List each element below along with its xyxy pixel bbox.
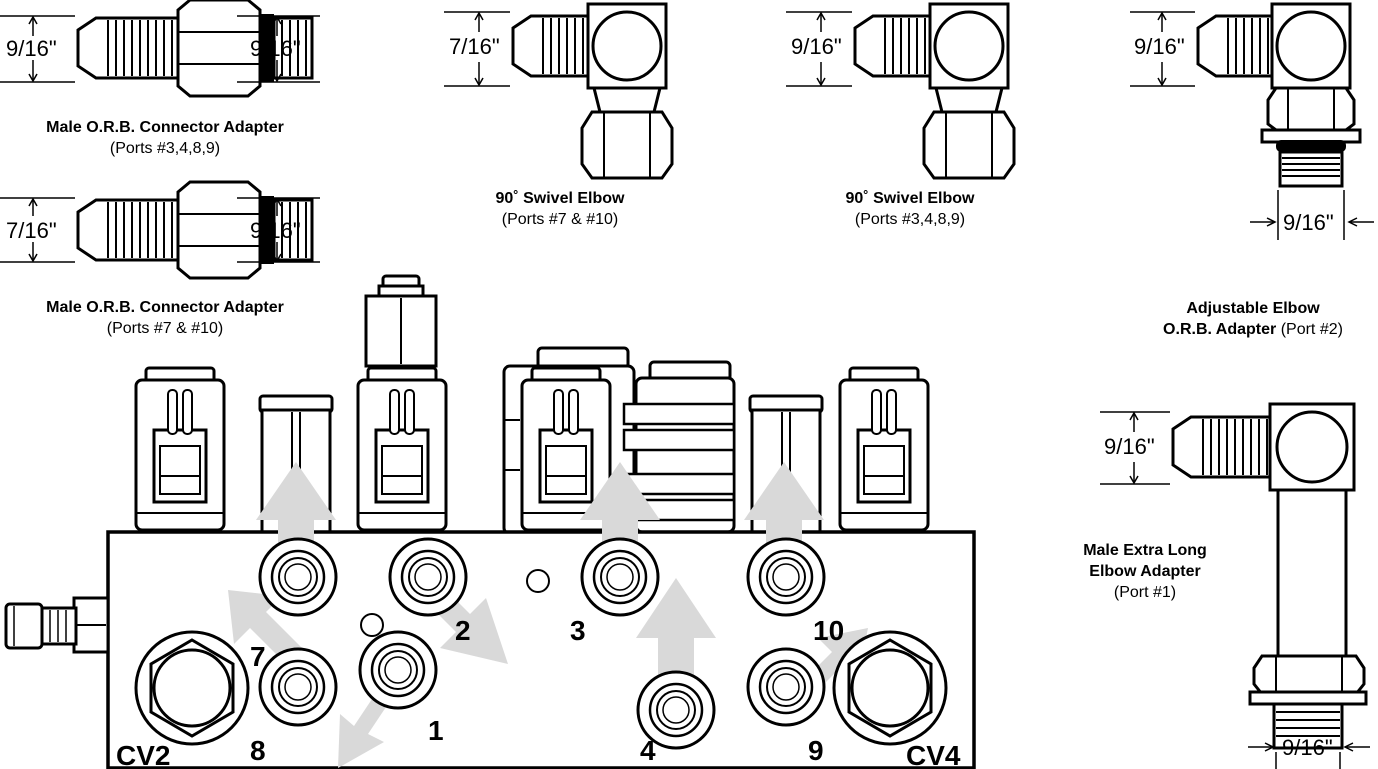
port-label-3: 3	[570, 615, 586, 646]
adjustable-elbow-drawing	[1196, 2, 1362, 188]
dim-label: 9/16"	[1282, 735, 1333, 760]
dimension-long-bottom: 9/16"	[1248, 735, 1370, 769]
dimension-long-side: 9/16"	[1100, 411, 1170, 485]
flow-arrow-4	[636, 578, 716, 700]
flow-arrow-1	[338, 696, 388, 768]
caption-ports: (Ports #7 & #10)	[106, 320, 224, 337]
dimension-adjustable-side: 9/16"	[1130, 11, 1195, 87]
flow-arrow-3	[580, 462, 660, 590]
dim-label: 9/16"	[1134, 34, 1185, 59]
caption-ports: (Ports #3,4,8,9)	[854, 211, 966, 228]
caption-orb-a: Male O.R.B. Connector Adapter (Ports #3,…	[0, 117, 330, 159]
caption-title-1: Adjustable Elbow	[1186, 300, 1320, 317]
caption-title: 90˚ Swivel Elbow	[845, 190, 975, 207]
dimension-swivel-b: 9/16"	[786, 11, 852, 87]
long-elbow-drawing	[1171, 402, 1368, 750]
dim-label: 9/16"	[1104, 434, 1155, 459]
dimension-orb-b-left: 7/16"	[0, 197, 75, 263]
port-label-4: 4	[640, 735, 656, 766]
caption-ports: (Ports #7 & #10)	[501, 211, 619, 228]
caption-ports: (Port #1)	[1113, 584, 1177, 601]
caption-title-2: O.R.B. Adapter	[1163, 321, 1277, 338]
port-10	[746, 537, 826, 617]
orb-connector-a-drawing	[76, 0, 314, 98]
dim-label: 7/16"	[449, 34, 500, 59]
dim-label: 9/16"	[250, 36, 301, 61]
caption-title: 90˚ Swivel Elbow	[495, 190, 625, 207]
port-9	[746, 647, 826, 727]
caption-title-2: Elbow Adapter	[1089, 563, 1201, 580]
dimension-orb-a-right: 9/16"	[237, 15, 320, 83]
caption-ports: (Ports #3,4,8,9)	[109, 140, 221, 157]
caption-title: Male O.R.B. Connector Adapter	[46, 299, 284, 316]
caption-adjustable-elbow: Adjustable Elbow O.R.B. Adapter (Port #2…	[1128, 298, 1378, 340]
port-label-cv4: CV4	[906, 740, 961, 769]
dimension-orb-b-right: 9/16"	[237, 197, 320, 263]
flow-arrow-7	[256, 462, 336, 590]
port-label-2: 2	[455, 615, 471, 646]
caption-swivel-b: 90˚ Swivel Elbow (Ports #3,4,8,9)	[810, 188, 1010, 230]
port-label-9: 9	[808, 735, 824, 766]
port-label-10: 10	[813, 615, 844, 646]
check-valve-cv2	[134, 630, 250, 746]
dimension-adjustable-bottom: 9/16"	[1250, 190, 1374, 240]
dim-label: 9/16"	[6, 36, 57, 61]
flow-arrow-8	[228, 590, 302, 664]
port-3	[580, 537, 660, 617]
caption-orb-b: Male O.R.B. Connector Adapter (Ports #7 …	[0, 297, 330, 339]
port-1	[358, 630, 438, 710]
dim-label: 9/16"	[791, 34, 842, 59]
port-8	[258, 647, 338, 727]
caption-ports: (Port #2)	[1280, 321, 1343, 338]
caption-long-elbow: Male Extra Long Elbow Adapter (Port #1)	[1070, 540, 1220, 603]
orb-connector-b-drawing	[76, 180, 314, 280]
port-7	[258, 537, 338, 617]
flow-arrows	[228, 462, 868, 768]
caption-title-1: Male Extra Long	[1083, 542, 1207, 559]
ports	[258, 537, 826, 750]
port-label-8: 8	[250, 735, 266, 766]
port-label-cv2: CV2	[116, 740, 170, 769]
check-valve-cv4	[832, 630, 948, 746]
swivel-elbow-a-drawing	[511, 2, 674, 180]
caption-title: Male O.R.B. Connector Adapter	[46, 119, 284, 136]
dimension-swivel-a: 7/16"	[444, 11, 510, 87]
dim-label: 9/16"	[1283, 210, 1334, 235]
dim-label: 9/16"	[250, 218, 301, 243]
swivel-elbow-b-drawing	[853, 2, 1016, 180]
dimension-orb-a-left: 9/16"	[0, 15, 75, 83]
port-labels: 7 2 3 10 8 1 4 9 CV2 CV4	[116, 615, 961, 769]
port-label-1: 1	[428, 715, 444, 746]
caption-swivel-a: 90˚ Swivel Elbow (Ports #7 & #10)	[460, 188, 660, 230]
port-label-7: 7	[250, 641, 266, 672]
flow-arrow-10	[744, 462, 824, 590]
port-2	[388, 537, 468, 617]
dim-label: 7/16"	[6, 218, 57, 243]
test-port-fitting	[4, 596, 110, 654]
